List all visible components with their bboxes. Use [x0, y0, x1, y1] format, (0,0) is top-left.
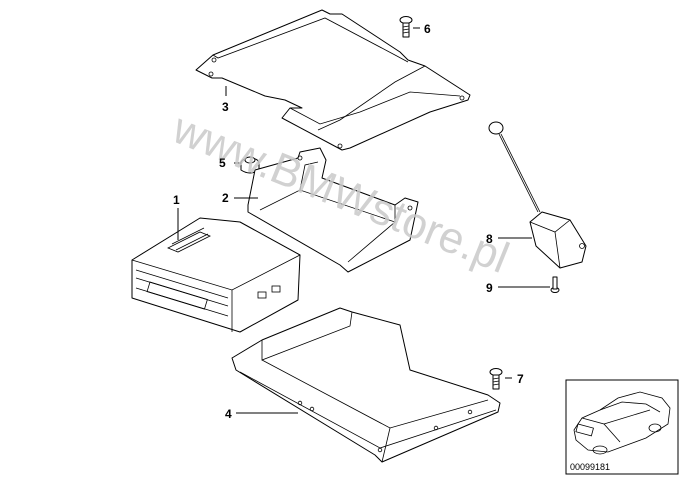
screw-part-6 [399, 16, 413, 38]
reference-code: 00099181 [570, 462, 610, 472]
car-icon [573, 391, 671, 455]
part-number-7: 7 [517, 372, 524, 386]
screw-part-9 [550, 276, 560, 293]
bracket-part [247, 147, 419, 273]
part-number-3: 3 [222, 100, 229, 114]
vehicle-thumbnail: 00099181 [565, 379, 679, 475]
leader-lines [177, 27, 550, 414]
part-number-8: 8 [486, 232, 493, 246]
drive-unit-part [131, 217, 301, 333]
tray-part [231, 307, 501, 463]
cover-plate-part [195, 9, 471, 151]
part-number-1: 1 [173, 193, 180, 207]
antenna-module-part [488, 121, 587, 269]
part-number-2: 2 [222, 191, 229, 205]
part-number-4: 4 [225, 407, 232, 421]
screw-part-7 [489, 368, 503, 390]
part-number-5: 5 [219, 156, 226, 170]
part-number-6: 6 [424, 22, 431, 36]
part-number-9: 9 [486, 281, 493, 295]
